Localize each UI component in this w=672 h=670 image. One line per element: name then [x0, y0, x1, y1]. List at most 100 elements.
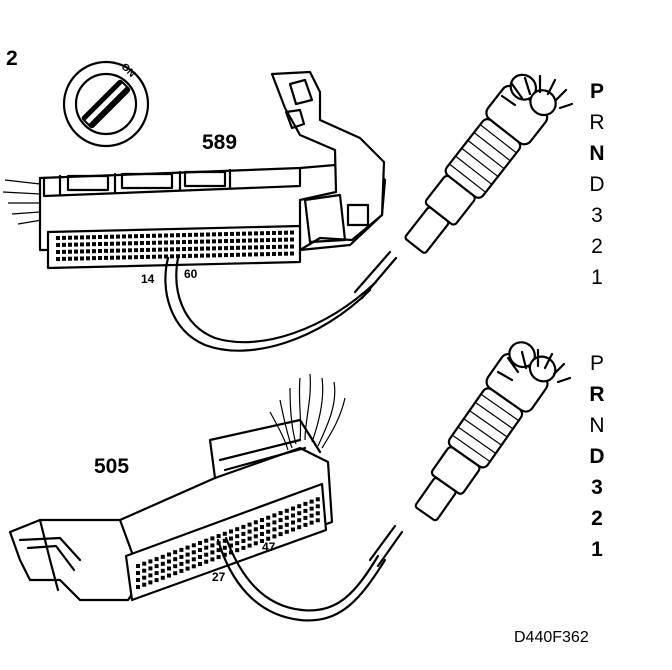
pin-cell — [134, 234, 138, 239]
pin-cell — [260, 532, 264, 536]
test-lamp-bottom-icon — [368, 341, 572, 568]
pin-cell — [235, 548, 240, 553]
pin-cell — [104, 241, 108, 246]
pin-cell — [248, 245, 252, 250]
pin-cell — [206, 239, 210, 244]
pin-cell — [218, 253, 222, 258]
pin-cell — [116, 255, 120, 260]
pin-cell — [110, 241, 114, 246]
pin-cell — [116, 248, 120, 253]
pin-cell — [167, 559, 171, 564]
pin-cell — [260, 525, 264, 529]
pin-cell — [272, 251, 276, 256]
pin-cell — [200, 246, 204, 251]
pin-cell — [142, 561, 147, 566]
pin-cell — [164, 247, 168, 252]
pin-cell — [188, 232, 192, 237]
pin-cell — [247, 529, 252, 534]
pin-cell — [146, 240, 150, 245]
gear-gear_top-p: P — [589, 80, 604, 103]
pin-cell — [278, 518, 283, 523]
pin-cell — [235, 527, 240, 532]
pin-cell — [315, 518, 320, 523]
pin-cell — [160, 561, 165, 566]
pin-cell — [212, 246, 216, 251]
pin-cell — [212, 253, 216, 258]
pin-cell — [230, 245, 234, 250]
pin-cell — [173, 550, 178, 555]
pin-cell — [56, 243, 60, 247]
pin-cell — [278, 532, 283, 537]
pin-cell — [179, 554, 184, 559]
pin-cell — [236, 231, 240, 236]
pin-cell — [92, 242, 96, 247]
pin-cell — [224, 239, 228, 244]
pin-cell — [98, 235, 102, 240]
pin-cell — [116, 234, 120, 239]
pin-cell — [253, 520, 258, 525]
pin-cell — [204, 559, 209, 564]
pin-cell — [297, 525, 302, 530]
pin-cell — [253, 534, 258, 539]
pin-cell — [254, 238, 258, 243]
pin-cell — [167, 573, 171, 578]
pin-cell — [136, 578, 140, 582]
pin-cell — [206, 246, 210, 251]
pin-cell — [229, 536, 233, 541]
pin-cell — [235, 534, 240, 539]
pin-cell — [235, 541, 240, 546]
pin-cell — [210, 543, 215, 548]
pin-cell — [158, 233, 162, 238]
pin-cell — [272, 513, 277, 518]
pin-cell — [204, 538, 209, 543]
pin-cell — [170, 233, 174, 238]
pin-cell — [134, 248, 138, 253]
pin-cell — [182, 240, 186, 245]
pin-cell — [86, 235, 90, 240]
pin-cell — [218, 232, 222, 237]
connector-589-label: 589 — [202, 131, 238, 154]
gear-gear_top-2: 2 — [591, 235, 603, 258]
pin-cell — [158, 240, 162, 245]
pin-cell — [291, 527, 295, 532]
pin-cell — [68, 242, 72, 247]
pin-cell — [110, 234, 114, 239]
pin-cell — [148, 566, 153, 571]
pin-cell — [148, 573, 153, 578]
pin-cell — [56, 257, 60, 261]
pin-cell — [191, 543, 196, 548]
pin-cell — [242, 238, 246, 243]
pin-cell — [160, 568, 165, 573]
pin-cell — [80, 249, 84, 254]
pin-cell — [173, 557, 178, 562]
pin-cell — [216, 534, 221, 539]
pin-cell — [179, 561, 184, 566]
pin-cell — [160, 575, 165, 580]
pin-cell — [176, 233, 180, 238]
pin-cell — [290, 244, 294, 249]
pin-cell — [136, 564, 140, 568]
pin-cell — [182, 233, 186, 238]
pin-cell — [164, 254, 168, 259]
pin-cell — [247, 522, 252, 527]
pin-cell — [167, 552, 171, 557]
pin-cell — [191, 550, 196, 555]
pin-cell — [278, 230, 282, 235]
pin-cell — [154, 578, 159, 583]
pin-cell — [152, 233, 156, 238]
pin-cell — [242, 245, 246, 250]
pin-cell — [134, 241, 138, 246]
pin-cell — [266, 522, 271, 527]
pin-cell — [188, 253, 192, 258]
gear-gear_bottom-d: D — [589, 445, 605, 468]
pin-cell — [216, 555, 221, 560]
pin-cell — [241, 538, 246, 543]
pin-cell — [185, 552, 190, 557]
pin-cell — [278, 244, 282, 249]
pin-cell — [194, 239, 198, 244]
pin-cell — [80, 242, 84, 247]
ignition-switch-icon — [62, 60, 150, 148]
gear-gear_bottom-p: P — [589, 352, 604, 375]
pin-cell — [222, 552, 227, 557]
pin-cell — [278, 237, 282, 242]
